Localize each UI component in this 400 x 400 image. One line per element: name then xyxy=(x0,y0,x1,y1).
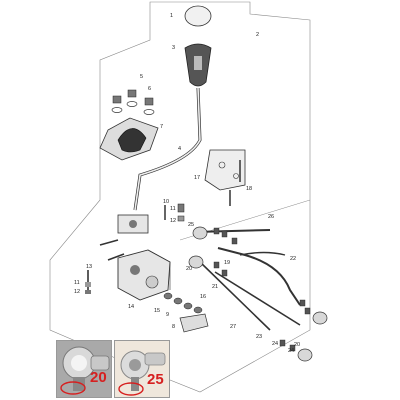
inset-photo-rod-end-25: 25 xyxy=(114,340,170,398)
knob-cap xyxy=(184,5,212,27)
pin-8 xyxy=(99,239,119,246)
callout-7: 7 xyxy=(160,124,163,130)
callout-11: 11 xyxy=(170,206,176,212)
callout-1: 1 xyxy=(170,13,173,19)
gear-knob-insert xyxy=(194,56,202,70)
shifter-housing xyxy=(117,249,171,301)
callout-26: 26 xyxy=(268,214,274,220)
shift-boot xyxy=(117,128,147,153)
inset-photo-rod-end-20: 20 xyxy=(56,340,112,398)
rod-end-20-illustration xyxy=(57,341,111,397)
inset-label-25: 25 xyxy=(147,371,164,388)
callout-20: 20 xyxy=(186,266,192,272)
rod-end-25-illustration xyxy=(115,341,169,397)
mounting-nuts xyxy=(112,89,154,106)
callout-24-b: 24 xyxy=(288,348,294,354)
callout-18: 18 xyxy=(246,186,252,192)
callout-15: 15 xyxy=(154,308,160,314)
callout-24-a: 24 xyxy=(272,341,278,347)
callout-12: 12 xyxy=(170,218,176,224)
callout-17: 17 xyxy=(194,175,200,181)
mounting-bracket xyxy=(204,149,246,191)
callout-14: 14 xyxy=(128,304,134,310)
callout-10: 10 xyxy=(163,199,169,205)
callout-2: 2 xyxy=(256,32,259,38)
rod-nuts xyxy=(213,227,311,352)
callout-8: 8 xyxy=(172,324,175,330)
callout-13: 13 xyxy=(86,264,92,270)
callout-19: 19 xyxy=(224,260,230,266)
shift-rods xyxy=(194,229,301,331)
callout-20-right: 20 xyxy=(294,342,300,348)
callout-16: 16 xyxy=(200,294,206,300)
clevis xyxy=(179,313,209,333)
callout-12-lower: 12 xyxy=(74,289,80,295)
callout-5: 5 xyxy=(140,74,143,80)
callout-27: 27 xyxy=(230,324,236,330)
washers xyxy=(111,101,155,115)
callout-4: 4 xyxy=(178,146,181,152)
exploded-view-frame xyxy=(49,1,311,393)
callout-25: 25 xyxy=(188,222,194,228)
selector-housing-upper xyxy=(117,214,149,234)
callout-9: 9 xyxy=(166,312,169,318)
pin-9 xyxy=(107,253,125,261)
inset-label-20: 20 xyxy=(90,369,107,386)
callout-3: 3 xyxy=(172,45,175,51)
callout-22: 22 xyxy=(290,256,296,262)
callout-6: 6 xyxy=(148,86,151,92)
shift-lever-inner xyxy=(134,87,201,211)
callout-21: 21 xyxy=(212,284,218,290)
callout-11-lower: 11 xyxy=(74,280,80,286)
rod-ends xyxy=(188,226,328,362)
callout-23: 23 xyxy=(256,334,262,340)
bushings xyxy=(163,292,203,314)
